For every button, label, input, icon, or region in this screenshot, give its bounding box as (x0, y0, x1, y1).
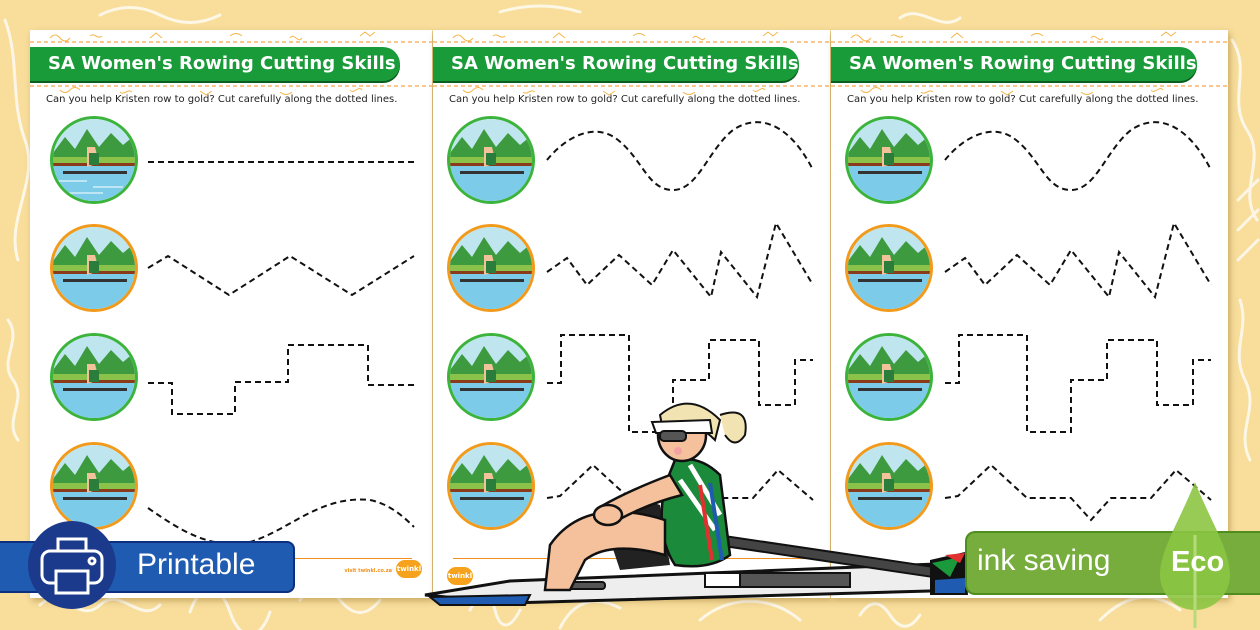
printer-icon-circle (28, 521, 116, 609)
header-doodle-border (433, 31, 830, 96)
rower-scene-icon (450, 445, 532, 527)
cut-line-peaks (546, 463, 814, 522)
header-doodle-border (831, 31, 1228, 96)
cutting-lines (147, 161, 415, 545)
worksheet-page-3: SA Women's Rowing Cutting Skills Can you… (831, 30, 1228, 598)
rower-scene-icon (53, 119, 135, 201)
rower-scene-icon (450, 119, 532, 201)
rower-scene-circle (845, 116, 933, 204)
rower-scene-icon (848, 227, 930, 309)
rower-scene-circle (447, 333, 535, 421)
worksheet-page-1: SA Women's Rowing Cutting Skills Can you… (30, 30, 432, 598)
rower-scene-icon (450, 227, 532, 309)
cut-line-zigzag (147, 254, 415, 297)
rower-scene-icon (53, 227, 135, 309)
eco-badge: ink saving Eco (965, 480, 1260, 630)
page-title: SA Women's Rowing Cutting Skills (433, 47, 799, 81)
cut-line-jagged-zigzag (944, 220, 1212, 300)
printer-icon (40, 537, 104, 595)
cut-line-wave (944, 121, 1212, 192)
rower-scene-icon (848, 119, 930, 201)
printable-badge: Printable (0, 521, 296, 609)
printable-label: Printable (137, 548, 256, 581)
cut-line-wave (147, 498, 415, 545)
cut-line-tall-steps (945, 334, 1211, 433)
page-title: SA Women's Rowing Cutting Skills (831, 47, 1197, 81)
rower-scene-icon (848, 336, 930, 418)
twinkl-logo: twinkl (396, 560, 422, 578)
cut-line-tall-steps (547, 334, 813, 433)
cutting-lines (944, 121, 1212, 522)
rower-illustration (424, 402, 968, 606)
worksheet-page-2: SA Women's Rowing Cutting Skills Can you… (433, 30, 830, 598)
instruction-text: Can you help Kristen row to gold? Cut ca… (46, 94, 398, 105)
rower-scene-circle (447, 224, 535, 312)
instruction-text: Can you help Kristen row to gold? Cut ca… (847, 94, 1199, 105)
cut-line-peaks (944, 463, 1212, 522)
rower-scene-icon (450, 336, 532, 418)
rower-scene-circle (50, 333, 138, 421)
rower-scene-icon (848, 445, 930, 527)
twinkl-logo: twinkl (447, 567, 473, 585)
cutting-lines (546, 121, 814, 522)
rower-scene-circle (447, 442, 535, 530)
rower-scene-circle (845, 442, 933, 530)
header-doodle-border (30, 31, 432, 96)
eco-tag: Eco (1171, 546, 1225, 578)
rower-scene-circle (50, 116, 138, 204)
rower-scene-circle (845, 333, 933, 421)
cut-line-jagged-zigzag (546, 220, 814, 300)
footer-url: visit twinkl.co.za (344, 568, 392, 574)
page-title: SA Women's Rowing Cutting Skills (30, 47, 400, 81)
instruction-text: Can you help Kristen row to gold? Cut ca… (449, 94, 801, 105)
cut-line-steps (148, 344, 414, 415)
cut-line-wave (546, 121, 814, 192)
rower-scene-circle (447, 116, 535, 204)
ink-saving-label: ink saving (977, 544, 1111, 577)
leaf-drop-icon (1160, 482, 1230, 628)
rower-scene-circle (845, 224, 933, 312)
rower-scene-circle (50, 224, 138, 312)
